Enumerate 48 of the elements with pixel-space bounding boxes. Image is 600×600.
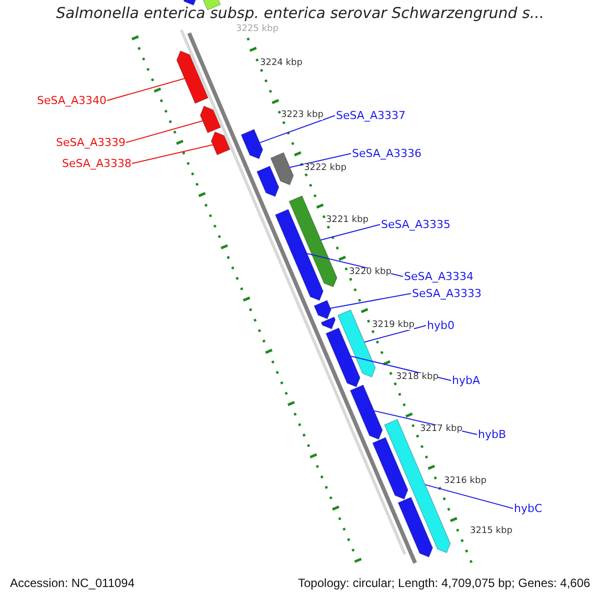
gene-label: SeSA_A3340 xyxy=(37,95,106,106)
genome-summary: Topology: circular; Length: 4,709,075 bp; Genes: 4,606 xyxy=(298,577,590,589)
scale-label: 3219 kbp xyxy=(372,321,414,330)
scale-label: 3220 kbp xyxy=(349,268,392,277)
scale-label: 3218 kbp xyxy=(396,373,438,382)
leader-line xyxy=(330,293,412,309)
scale-label: 3216 kbp xyxy=(444,477,486,486)
gene-feature xyxy=(314,300,332,320)
gene-feature xyxy=(210,131,231,156)
gene-feature xyxy=(398,496,434,558)
title: Salmonella enterica subsp. enterica serovar Schwarzengrund s... xyxy=(56,6,544,21)
gene-feature xyxy=(176,50,209,104)
scale-label: 3217 kbp xyxy=(420,425,462,434)
gene-label: hybC xyxy=(514,503,542,514)
gene-label: hybB xyxy=(478,429,506,440)
gene-feature xyxy=(325,328,360,388)
gene-feature xyxy=(240,128,264,160)
gene-feature xyxy=(350,384,383,440)
leader-line xyxy=(289,153,352,168)
gene-label: hybA xyxy=(452,375,480,386)
gene-feature xyxy=(320,316,336,330)
gene-feature xyxy=(200,106,222,134)
scale-label: 3225 kbp xyxy=(236,25,278,34)
gene-feature xyxy=(256,166,280,197)
scale-label: 3221 kbp xyxy=(326,216,368,225)
gene-label: SeSA_A3336 xyxy=(352,148,422,159)
gene-label: SeSA_A3338 xyxy=(62,158,132,169)
leader-line xyxy=(364,325,426,343)
scale-label: 3215 kbp xyxy=(470,527,512,536)
leader-line xyxy=(320,224,380,241)
gene-label: hyb0 xyxy=(427,320,454,331)
gene-feature xyxy=(274,208,324,301)
gene-label: SeSA_A3334 xyxy=(404,271,474,282)
gene-feature xyxy=(270,152,294,186)
gene-label: SeSA_A3333 xyxy=(412,288,482,299)
gene-label: SeSA_A3335 xyxy=(381,219,450,230)
scale-label: 3222 kbp xyxy=(304,164,346,173)
leader-line xyxy=(424,484,514,509)
leader-line xyxy=(126,120,204,143)
scale-label: 3224 kbp xyxy=(260,59,302,68)
leader-line xyxy=(259,115,336,144)
gene-feature xyxy=(372,436,408,500)
accession-text: Accession: NC_011094 xyxy=(10,577,135,589)
leader-line xyxy=(132,144,214,164)
gene-label: SeSA_A3337 xyxy=(336,110,406,121)
gene-label: SeSA_A3339 xyxy=(56,137,126,148)
scale-label: 3223 kbp xyxy=(281,111,324,120)
leader-line xyxy=(106,78,186,101)
